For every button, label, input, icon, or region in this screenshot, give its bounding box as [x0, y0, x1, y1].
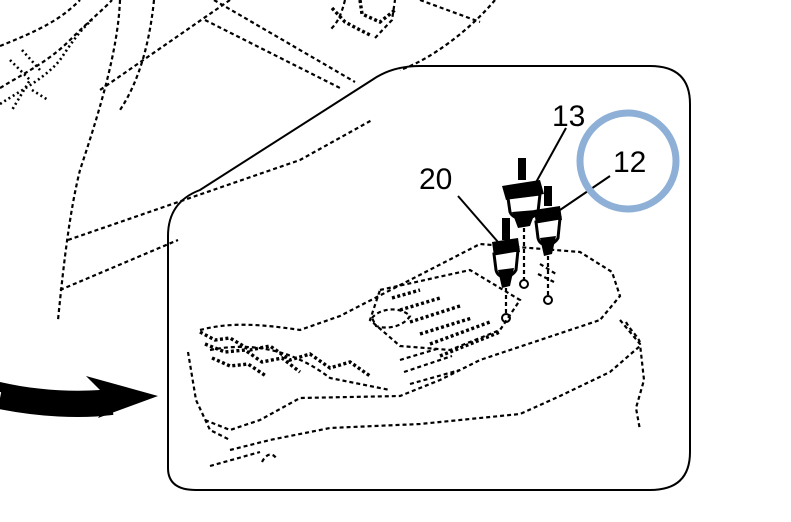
highlight-circle: [576, 109, 680, 213]
callout-13: 13: [552, 100, 585, 133]
leader-lines: [457, 127, 611, 243]
switch-20: [492, 218, 520, 323]
direction-arrow: [0, 376, 158, 418]
control-console: [186, 242, 646, 468]
switch-13: [502, 158, 544, 289]
switch-12: [534, 186, 562, 305]
inset-frame: [167, 65, 691, 491]
callout-20: 20: [419, 163, 452, 196]
callout-12: 12: [613, 146, 646, 179]
